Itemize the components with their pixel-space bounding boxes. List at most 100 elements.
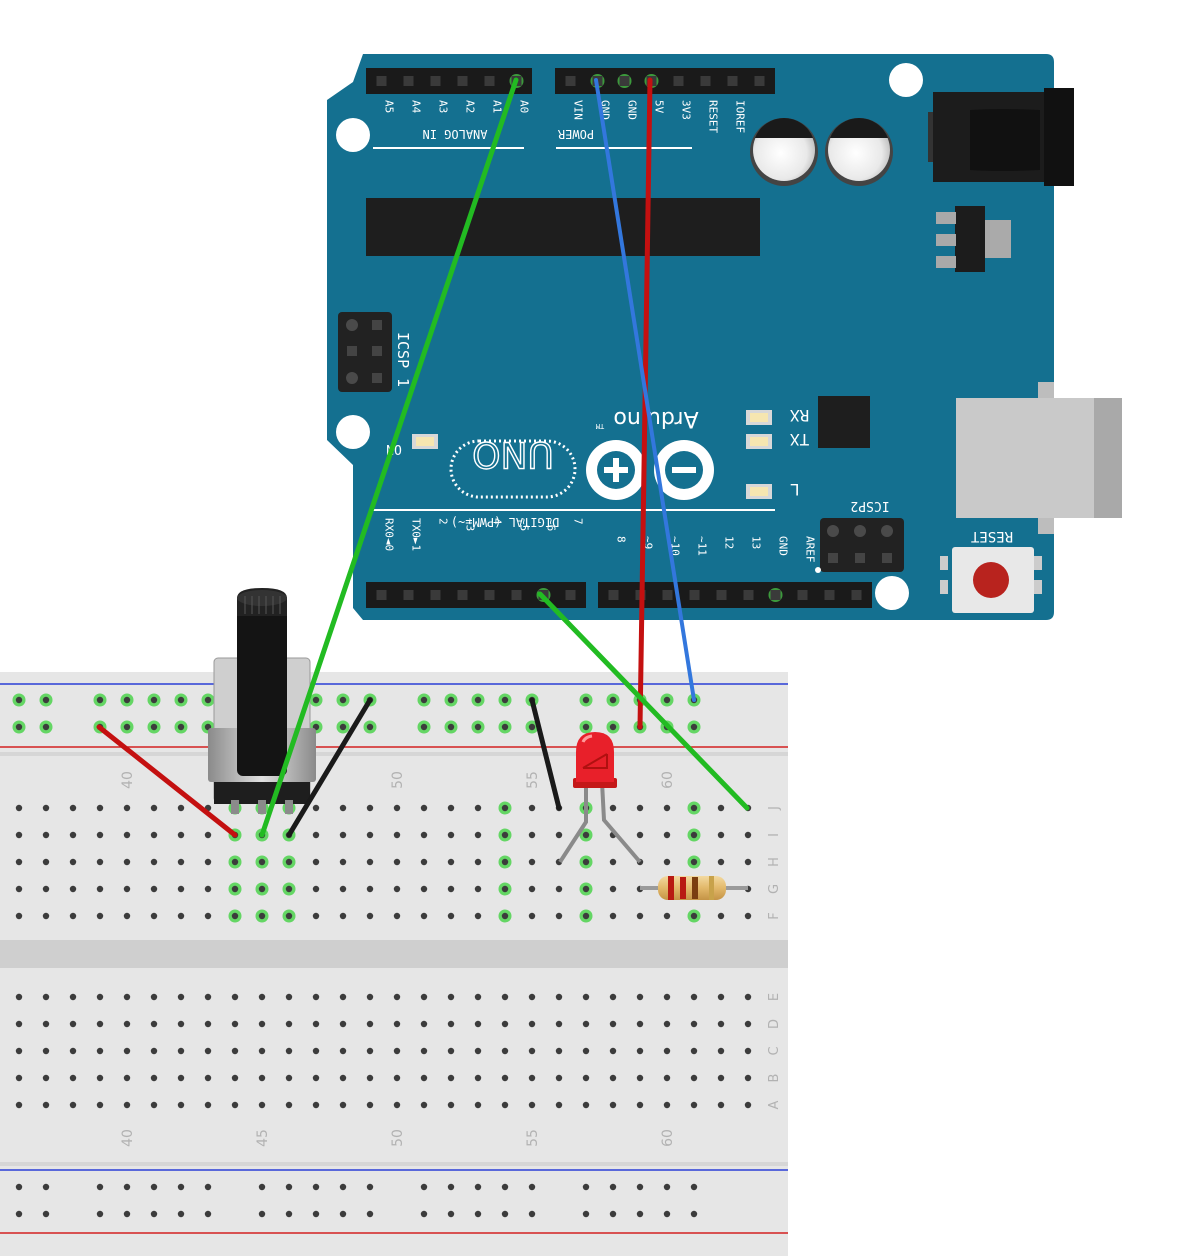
header-pin[interactable] <box>716 590 727 600</box>
header-pin[interactable] <box>565 76 576 86</box>
breadboard-hole <box>501 858 509 866</box>
breadboard-hole <box>393 1047 401 1055</box>
header-pin[interactable] <box>727 76 738 86</box>
header-pin[interactable] <box>403 590 414 600</box>
header-pin[interactable] <box>484 590 495 600</box>
header-pin[interactable] <box>484 76 495 86</box>
header-pin[interactable] <box>608 590 619 600</box>
uno-text: UNO <box>472 434 554 475</box>
breadboard-hole <box>717 993 725 1001</box>
breadboard-hole <box>123 993 131 1001</box>
pin-label: 5V <box>653 100 666 114</box>
rail-hole <box>663 1183 671 1191</box>
wire-red-pot[interactable] <box>96 724 238 838</box>
header-pin[interactable] <box>700 76 711 86</box>
rail-hole <box>501 723 509 731</box>
breadboard-hole <box>582 1020 590 1028</box>
header-pin[interactable] <box>376 590 387 600</box>
header-pin[interactable] <box>565 590 576 600</box>
breadboard-hole <box>447 1101 455 1109</box>
breadboard-hole <box>528 804 536 812</box>
rail-hole <box>690 1183 698 1191</box>
header-pin[interactable] <box>511 590 522 600</box>
breadboard-hole <box>663 804 671 812</box>
rail-hole <box>42 696 50 704</box>
breadboard-hole <box>42 831 50 839</box>
breadboard-hole <box>204 831 212 839</box>
potentiometer[interactable] <box>208 588 316 814</box>
wire-blue-gnd[interactable] <box>594 78 696 702</box>
header-pin[interactable] <box>754 76 765 86</box>
header-pin[interactable] <box>662 590 673 600</box>
breadboard-hole <box>501 831 509 839</box>
header-pin[interactable] <box>403 76 414 86</box>
rail-hole <box>636 1210 644 1218</box>
header-pin[interactable] <box>457 590 468 600</box>
mounting-hole <box>875 576 909 610</box>
wire-black-pot[interactable] <box>286 697 373 838</box>
breadboard-hole <box>204 1074 212 1082</box>
breadboard-hole <box>582 858 590 866</box>
breadboard-hole <box>393 885 401 893</box>
rail-hole <box>204 1210 212 1218</box>
rx-label: RX <box>790 406 810 425</box>
resistor[interactable] <box>640 876 748 900</box>
breadboard-hole <box>582 1101 590 1109</box>
wire-red-5v[interactable] <box>637 77 653 730</box>
breadboard-hole <box>393 1020 401 1028</box>
breadboard-hole <box>690 858 698 866</box>
breadboard-hole <box>177 912 185 920</box>
header-pin[interactable] <box>430 590 441 600</box>
header-pin[interactable] <box>689 590 700 600</box>
breadboard-hole <box>366 1020 374 1028</box>
header-pin[interactable] <box>619 76 630 86</box>
breadboard-hole <box>393 831 401 839</box>
breadboard-hole <box>312 804 320 812</box>
header-pin[interactable] <box>770 590 781 600</box>
wire-green-d6[interactable] <box>537 591 750 811</box>
pin-label: ~3 <box>464 518 477 531</box>
icsp-pin1-label: 1 <box>394 378 412 387</box>
header-pin[interactable] <box>457 76 468 86</box>
breadboard-hole <box>663 1074 671 1082</box>
column-number: 50 <box>390 1129 406 1147</box>
breadboard-hole <box>528 1074 536 1082</box>
breadboard-hole <box>96 858 104 866</box>
tm-label: TM <box>596 422 604 430</box>
header-pin[interactable] <box>376 76 387 86</box>
rail-hole <box>42 723 50 731</box>
breadboard-hole <box>96 1020 104 1028</box>
breadboard-hole <box>42 1074 50 1082</box>
breadboard-hole <box>717 1101 725 1109</box>
rail-hole <box>420 1183 428 1191</box>
header-pin[interactable] <box>797 590 808 600</box>
header-pin[interactable] <box>851 590 862 600</box>
header-pin[interactable] <box>673 76 684 86</box>
breadboard-hole <box>231 993 239 1001</box>
breadboard-hole <box>150 912 158 920</box>
breadboard-hole <box>690 831 698 839</box>
wire-black-led[interactable] <box>529 697 562 811</box>
breadboard-hole <box>96 1101 104 1109</box>
breadboard-hole <box>366 831 374 839</box>
red-led[interactable] <box>558 732 642 864</box>
breadboard-hole <box>42 1101 50 1109</box>
breadboard-hole <box>636 831 644 839</box>
breadboard-hole <box>285 1101 293 1109</box>
breadboard-hole <box>501 1047 509 1055</box>
breadboard-hole <box>258 1047 266 1055</box>
usb-connector <box>956 382 1122 534</box>
rail-hole <box>123 1210 131 1218</box>
breadboard-hole <box>474 804 482 812</box>
header-pin[interactable] <box>743 590 754 600</box>
reset-button[interactable] <box>940 547 1042 613</box>
breadboard-hole <box>177 1074 185 1082</box>
breadboard-hole <box>258 912 266 920</box>
wire-green-a0[interactable] <box>259 77 519 838</box>
rail-hole <box>204 696 212 704</box>
header-pin[interactable] <box>824 590 835 600</box>
rail-hole <box>312 696 320 704</box>
breadboard-hole <box>609 1074 617 1082</box>
header-pin[interactable] <box>430 76 441 86</box>
rail-hole <box>123 1183 131 1191</box>
